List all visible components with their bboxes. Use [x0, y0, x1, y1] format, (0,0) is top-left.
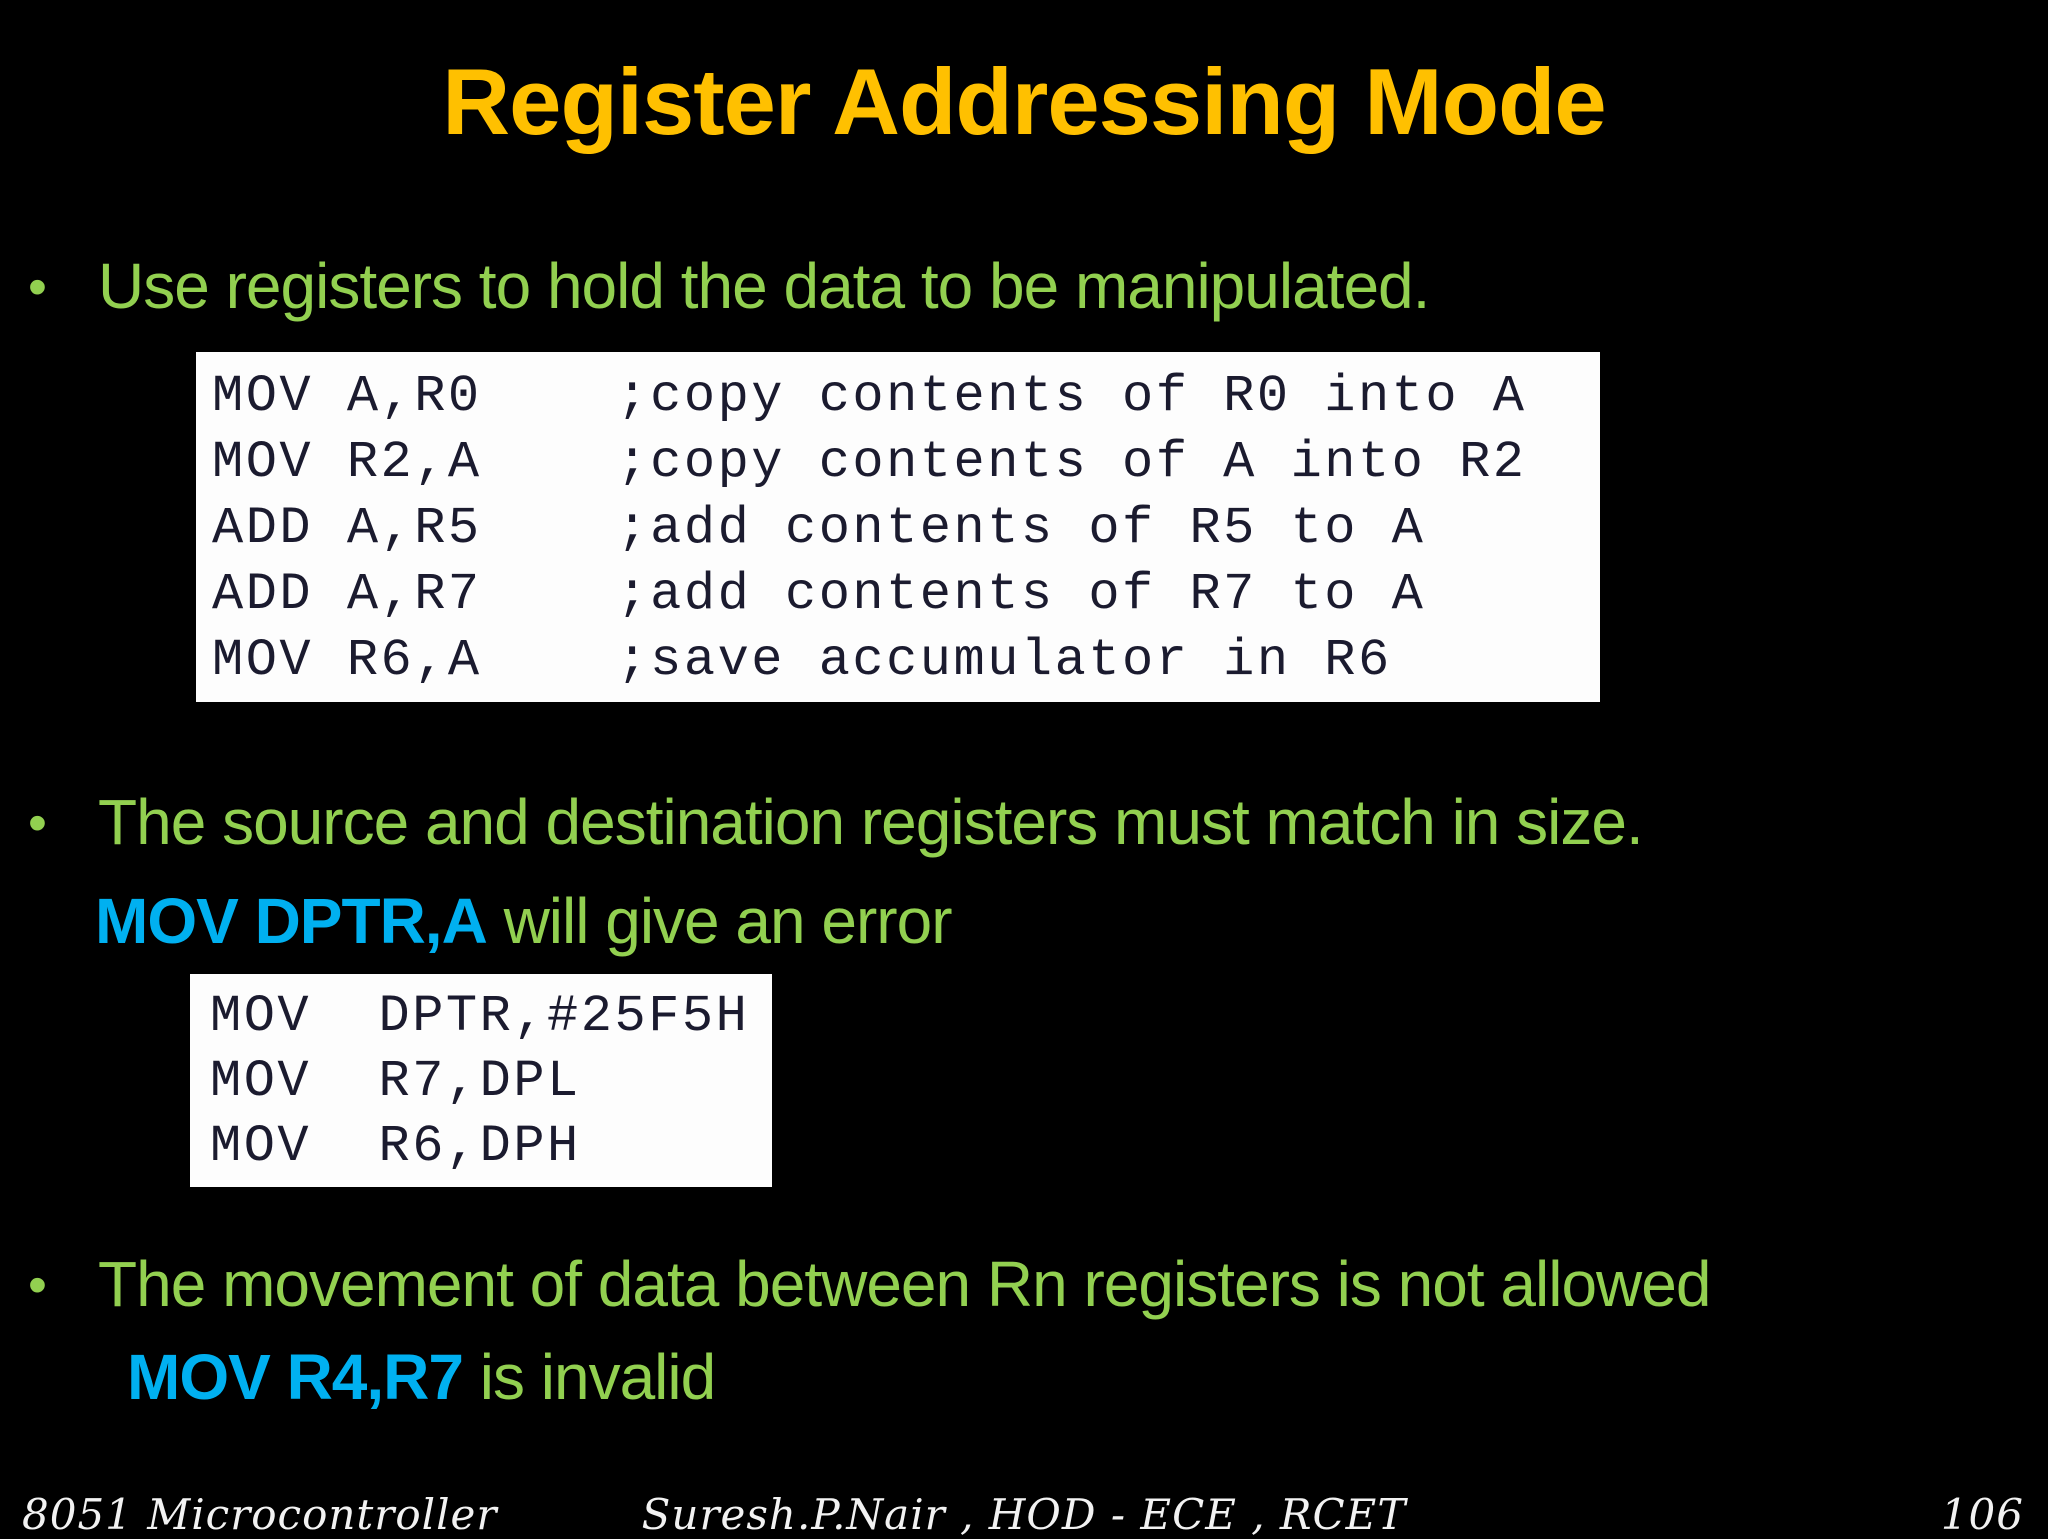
code-line: MOV A,R0 ;copy contents of R0 into A [212, 367, 1527, 426]
code-block-dptr-example: MOV DPTR,#25F5H MOV R7,DPL MOV R6,DPH [190, 974, 772, 1187]
bullet-2-text: The source and destination registers mus… [98, 786, 1644, 858]
highlighted-instruction: MOV DPTR,A [95, 885, 488, 957]
bullet-3-continuation: MOV R4,R7 is invalid [127, 1340, 716, 1414]
code-line: MOV R6,A ;save accumulator in R6 [212, 631, 1392, 690]
bullet-icon: • [28, 793, 47, 853]
code-line: MOV R6,DPH [210, 1117, 581, 1176]
footer-course-title: 8051 Microcontroller [22, 1490, 498, 1539]
bullet-1-text: Use registers to hold the data to be man… [98, 250, 1430, 322]
code-block-register-examples: MOV A,R0 ;copy contents of R0 into A MOV… [196, 352, 1600, 702]
bullet-icon: • [28, 257, 47, 317]
bullet-3-text: The movement of data between Rn register… [98, 1248, 1711, 1320]
footer-author: Suresh.P.Nair , HOD - ECE , RCET [641, 1490, 1407, 1539]
code-line: MOV R7,DPL [210, 1052, 581, 1111]
bullet-2-continuation: MOV DPTR,A will give an error [95, 884, 952, 958]
bullet-item-2: • The source and destination registers m… [28, 786, 1644, 860]
code-line: ADD A,R7 ;add contents of R7 to A [212, 565, 1426, 624]
code-line: ADD A,R5 ;add contents of R5 to A [212, 499, 1426, 558]
bullet-3-continuation-text: is invalid [462, 1341, 716, 1413]
code-line: MOV DPTR,#25F5H [210, 987, 750, 1046]
bullet-item-3: • The movement of data between Rn regist… [28, 1248, 1711, 1322]
highlighted-instruction: MOV R4,R7 [127, 1341, 464, 1413]
footer-page-number: 106 [1940, 1490, 2024, 1539]
bullet-icon: • [28, 1255, 47, 1315]
code-line: MOV R2,A ;copy contents of A into R2 [212, 433, 1527, 492]
page-title: Register Addressing Mode [442, 49, 1606, 154]
bullet-2-continuation-text: will give an error [486, 885, 953, 957]
bullet-item-1: • Use registers to hold the data to be m… [28, 250, 1430, 324]
